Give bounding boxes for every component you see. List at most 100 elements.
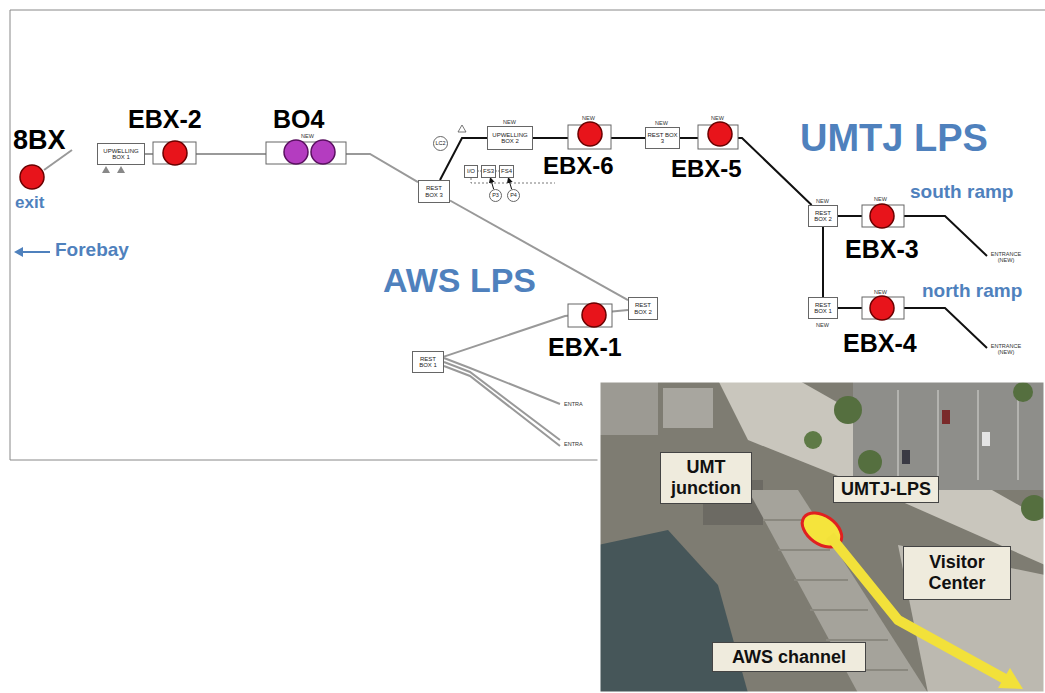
rest-box: REST BOX 1 (412, 351, 444, 373)
photo-tree (1021, 495, 1045, 521)
diffuser-symbol (117, 166, 125, 173)
node-text: REST BOX 3 (647, 132, 678, 145)
photo-arrowhead (998, 668, 1023, 689)
forebay-arrow (21, 251, 50, 253)
node-text: P3 (492, 193, 499, 199)
detector-dot (578, 122, 602, 146)
ladder-channel (822, 227, 824, 297)
photo-tree (1013, 382, 1033, 402)
photo-building (663, 388, 713, 428)
place-label: south ramp (910, 182, 1013, 203)
node-text: Visitor Center (908, 552, 1006, 593)
photo-building (598, 380, 658, 435)
detector-label: BO4 (273, 106, 324, 134)
photo-tree (804, 431, 822, 449)
node-text: LC2 (435, 141, 445, 147)
flow-switch-box: FS3 (481, 165, 496, 178)
place-label: Forebay (55, 240, 129, 261)
detector-label: EBX-1 (548, 334, 622, 362)
region-label: AWS LPS (383, 262, 536, 299)
node-text: AWS channel (732, 647, 846, 668)
note-text: NEW (301, 133, 314, 139)
photo-tree (834, 396, 862, 424)
node-text: REST BOX 2 (630, 302, 656, 315)
photo-parking (853, 380, 1045, 490)
node-text: UPWELLING BOX 2 (489, 132, 531, 145)
rest-box: REST BOX 3 (645, 127, 680, 149)
rest-box: REST BOX 2 (808, 205, 838, 227)
sensor-symbol: LC2 (433, 136, 448, 151)
io-box: I/O (464, 165, 478, 178)
aws-line (444, 366, 560, 446)
level-symbol (458, 125, 466, 132)
note-text: NEW (503, 119, 516, 125)
note-text: NEW (874, 196, 887, 202)
photo-callout: AWS channel (712, 642, 866, 672)
node-text: UMTJ-LPS (841, 479, 931, 500)
photo-ground (598, 380, 1045, 693)
detector-dot (582, 303, 606, 327)
detector-dot (163, 141, 187, 165)
note-text: NEW (816, 322, 829, 328)
photo-callout: UMTJ-LPS (833, 476, 939, 503)
control-line (471, 178, 555, 183)
forebay-arrowhead (14, 247, 23, 257)
ladder-box: UPWELLING BOX 1 (97, 143, 145, 165)
antenna-box (862, 205, 904, 227)
ladder-box: UPWELLING BOX 2 (487, 126, 533, 150)
note-text: NEW (655, 120, 668, 126)
photo-visitor-center (898, 545, 1045, 693)
photo-road (718, 380, 1045, 565)
place-label: exit (15, 194, 44, 213)
rest-box: REST BOX 1 (808, 297, 838, 319)
photo-car (982, 432, 990, 446)
node-text: UMT junction (665, 457, 747, 498)
antenna-box (568, 304, 612, 327)
detector-label: EBX-3 (845, 236, 919, 264)
note-text: NEW (582, 115, 595, 121)
detector-dot (708, 122, 732, 146)
node-text: UPWELLING BOX 1 (99, 148, 143, 161)
signal-arrow (508, 178, 511, 189)
entrance-label: ENTRA (564, 401, 583, 407)
flow-switch-box: FS4 (499, 165, 514, 178)
photo-tree (858, 450, 882, 474)
antenna-box (153, 142, 196, 164)
photo-parking-lines (898, 390, 1018, 480)
rest-box: REST BOX 2 (628, 297, 658, 320)
detector-dot (870, 204, 894, 228)
station-label: 8BX (13, 126, 66, 156)
entrance-label: ENTRANCE (NEW) (990, 251, 1022, 263)
photo-car (902, 450, 910, 464)
note-text: NEW (874, 289, 887, 295)
detector-dot (20, 165, 44, 189)
photo-border (599, 381, 1045, 693)
node-text: REST BOX 1 (810, 302, 836, 315)
photo-car (942, 410, 950, 424)
photo-callout: Visitor Center (903, 546, 1011, 600)
pump-symbol: P3 (489, 189, 502, 202)
diffuser-symbol (102, 166, 110, 173)
detector-dot (870, 296, 894, 320)
node-text: P4 (510, 193, 517, 199)
node-text: REST BOX 1 (414, 356, 442, 369)
signal-arrow (490, 178, 493, 189)
entrance-label: ENTRANCE (NEW) (990, 343, 1022, 355)
aerial-photo (598, 380, 1045, 693)
detector-dot-purple (284, 140, 308, 164)
detector-label: EBX-2 (128, 106, 202, 134)
node-text: FS4 (501, 168, 512, 174)
photo-callout: UMT junction (660, 452, 752, 504)
note-text: NEW (711, 115, 724, 121)
region-label: UMTJ LPS (800, 118, 988, 160)
entrance-label: ENTRA (564, 441, 583, 447)
antenna-box (862, 297, 904, 319)
node-text: I/O (467, 168, 475, 174)
place-label: north ramp (922, 281, 1022, 302)
node-text: REST BOX 2 (810, 210, 836, 223)
pump-symbol: P4 (507, 189, 520, 202)
detector-label: EBX-4 (843, 330, 917, 358)
rest-box: REST BOX 3 (418, 180, 450, 203)
detector-dot-purple (311, 140, 335, 164)
